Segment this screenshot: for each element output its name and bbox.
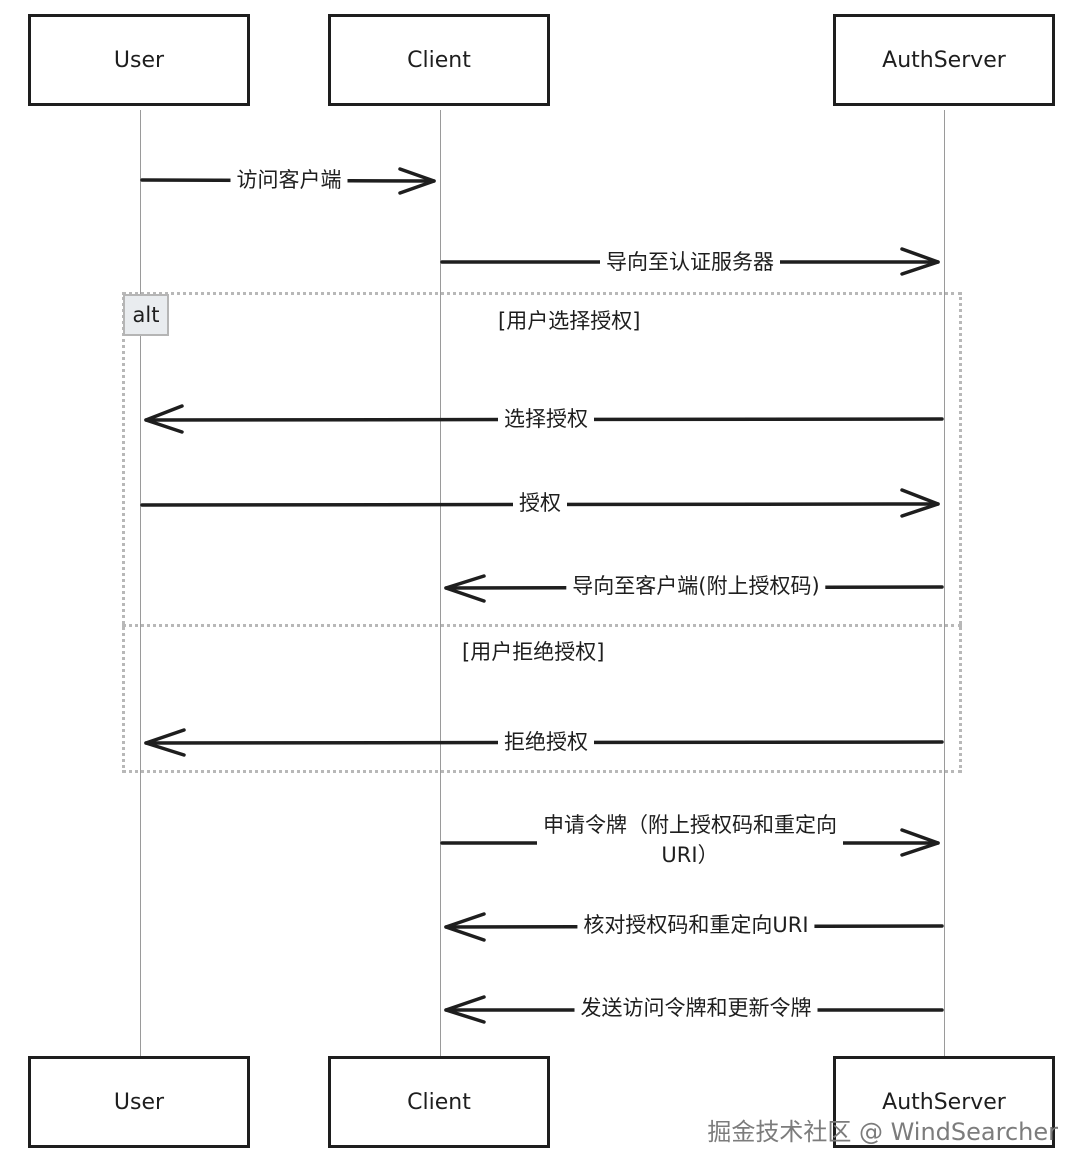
message-label-7-line-2: URI） bbox=[661, 843, 719, 867]
alt-fragment bbox=[122, 292, 962, 773]
arrowhead-msg-8 bbox=[444, 912, 486, 942]
actor-client-bottom: Client bbox=[328, 1056, 550, 1148]
alt-guard-approve: [用户选择授权] bbox=[498, 305, 641, 335]
message-label-7-line-1: 申请令牌（附上授权码和重定向 bbox=[543, 813, 837, 837]
arrowhead-msg-3 bbox=[144, 404, 184, 434]
message-label-1: 访问客户端 bbox=[230, 165, 348, 195]
arrowhead-msg-9 bbox=[444, 995, 486, 1024]
alt-guard-deny: [用户拒绝授权] bbox=[462, 636, 605, 666]
actor-authserver-top: AuthServer bbox=[833, 14, 1055, 106]
lifeline-user bbox=[140, 110, 141, 1056]
message-label-3: 选择授权 bbox=[498, 404, 594, 434]
message-label-5: 导向至客户端(附上授权码) bbox=[566, 571, 826, 601]
lifeline-authserver bbox=[944, 110, 945, 1056]
arrowhead-msg-6 bbox=[144, 728, 186, 757]
alt-fragment-divider bbox=[122, 624, 962, 627]
alt-fragment-tag: alt bbox=[123, 294, 169, 336]
message-label-7: 申请令牌（附上授权码和重定向 URI） bbox=[537, 810, 843, 870]
message-label-6: 拒绝授权 bbox=[498, 727, 594, 757]
message-label-9: 发送访问令牌和更新令牌 bbox=[574, 993, 818, 1023]
actor-user-bottom: User bbox=[28, 1056, 250, 1148]
arrowhead-msg-2 bbox=[900, 247, 940, 276]
arrowhead-msg-7 bbox=[900, 828, 940, 857]
actor-user-top: User bbox=[28, 14, 250, 106]
arrowhead-msg-5 bbox=[444, 574, 486, 603]
message-label-8: 核对授权码和重定向URI bbox=[577, 910, 815, 940]
actor-authserver-bottom: AuthServer bbox=[833, 1056, 1055, 1148]
actor-client-top: Client bbox=[328, 14, 550, 106]
message-label-4: 授权 bbox=[513, 488, 567, 518]
lifeline-client bbox=[440, 110, 441, 1056]
arrowhead-msg-1 bbox=[398, 167, 436, 195]
message-label-2: 导向至认证服务器 bbox=[600, 247, 780, 277]
arrowhead-msg-4 bbox=[900, 488, 940, 518]
watermark: 掘金技术社区 @ WindSearcher bbox=[707, 1118, 1058, 1146]
